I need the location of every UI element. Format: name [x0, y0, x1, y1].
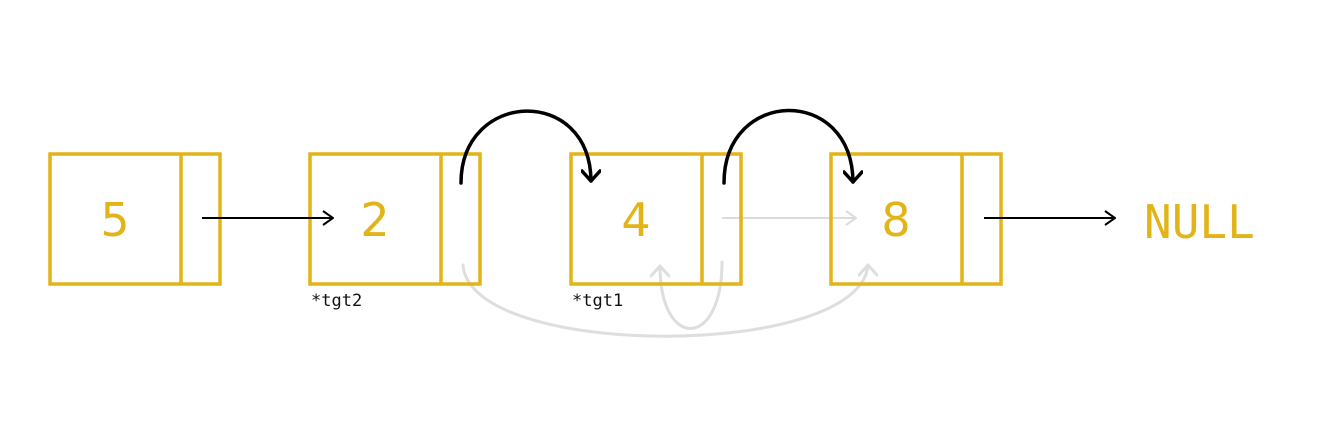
node-value: 5 — [100, 193, 129, 247]
null-terminator: NULL — [1144, 195, 1255, 249]
redirect-curve-tgt2-next-to-8 — [461, 263, 868, 338]
node-value: 2 — [360, 193, 389, 247]
list-node-4: 8 — [829, 152, 1003, 286]
list-node-2: 2 — [308, 152, 482, 286]
redirect-curve-tgt1-next-to-4 — [660, 260, 724, 330]
pointer-label-tgt1: *tgt1 — [572, 291, 623, 311]
curve-arrow-2-to-4 — [459, 109, 591, 185]
curve-arrow-4-to-8 — [722, 108, 853, 185]
node-value: 4 — [621, 193, 650, 247]
list-node-1: 5 — [48, 152, 222, 286]
list-node-3: 4 — [569, 152, 743, 286]
pointer-label-tgt2: *tgt2 — [311, 291, 362, 311]
node-value: 8 — [881, 193, 910, 247]
